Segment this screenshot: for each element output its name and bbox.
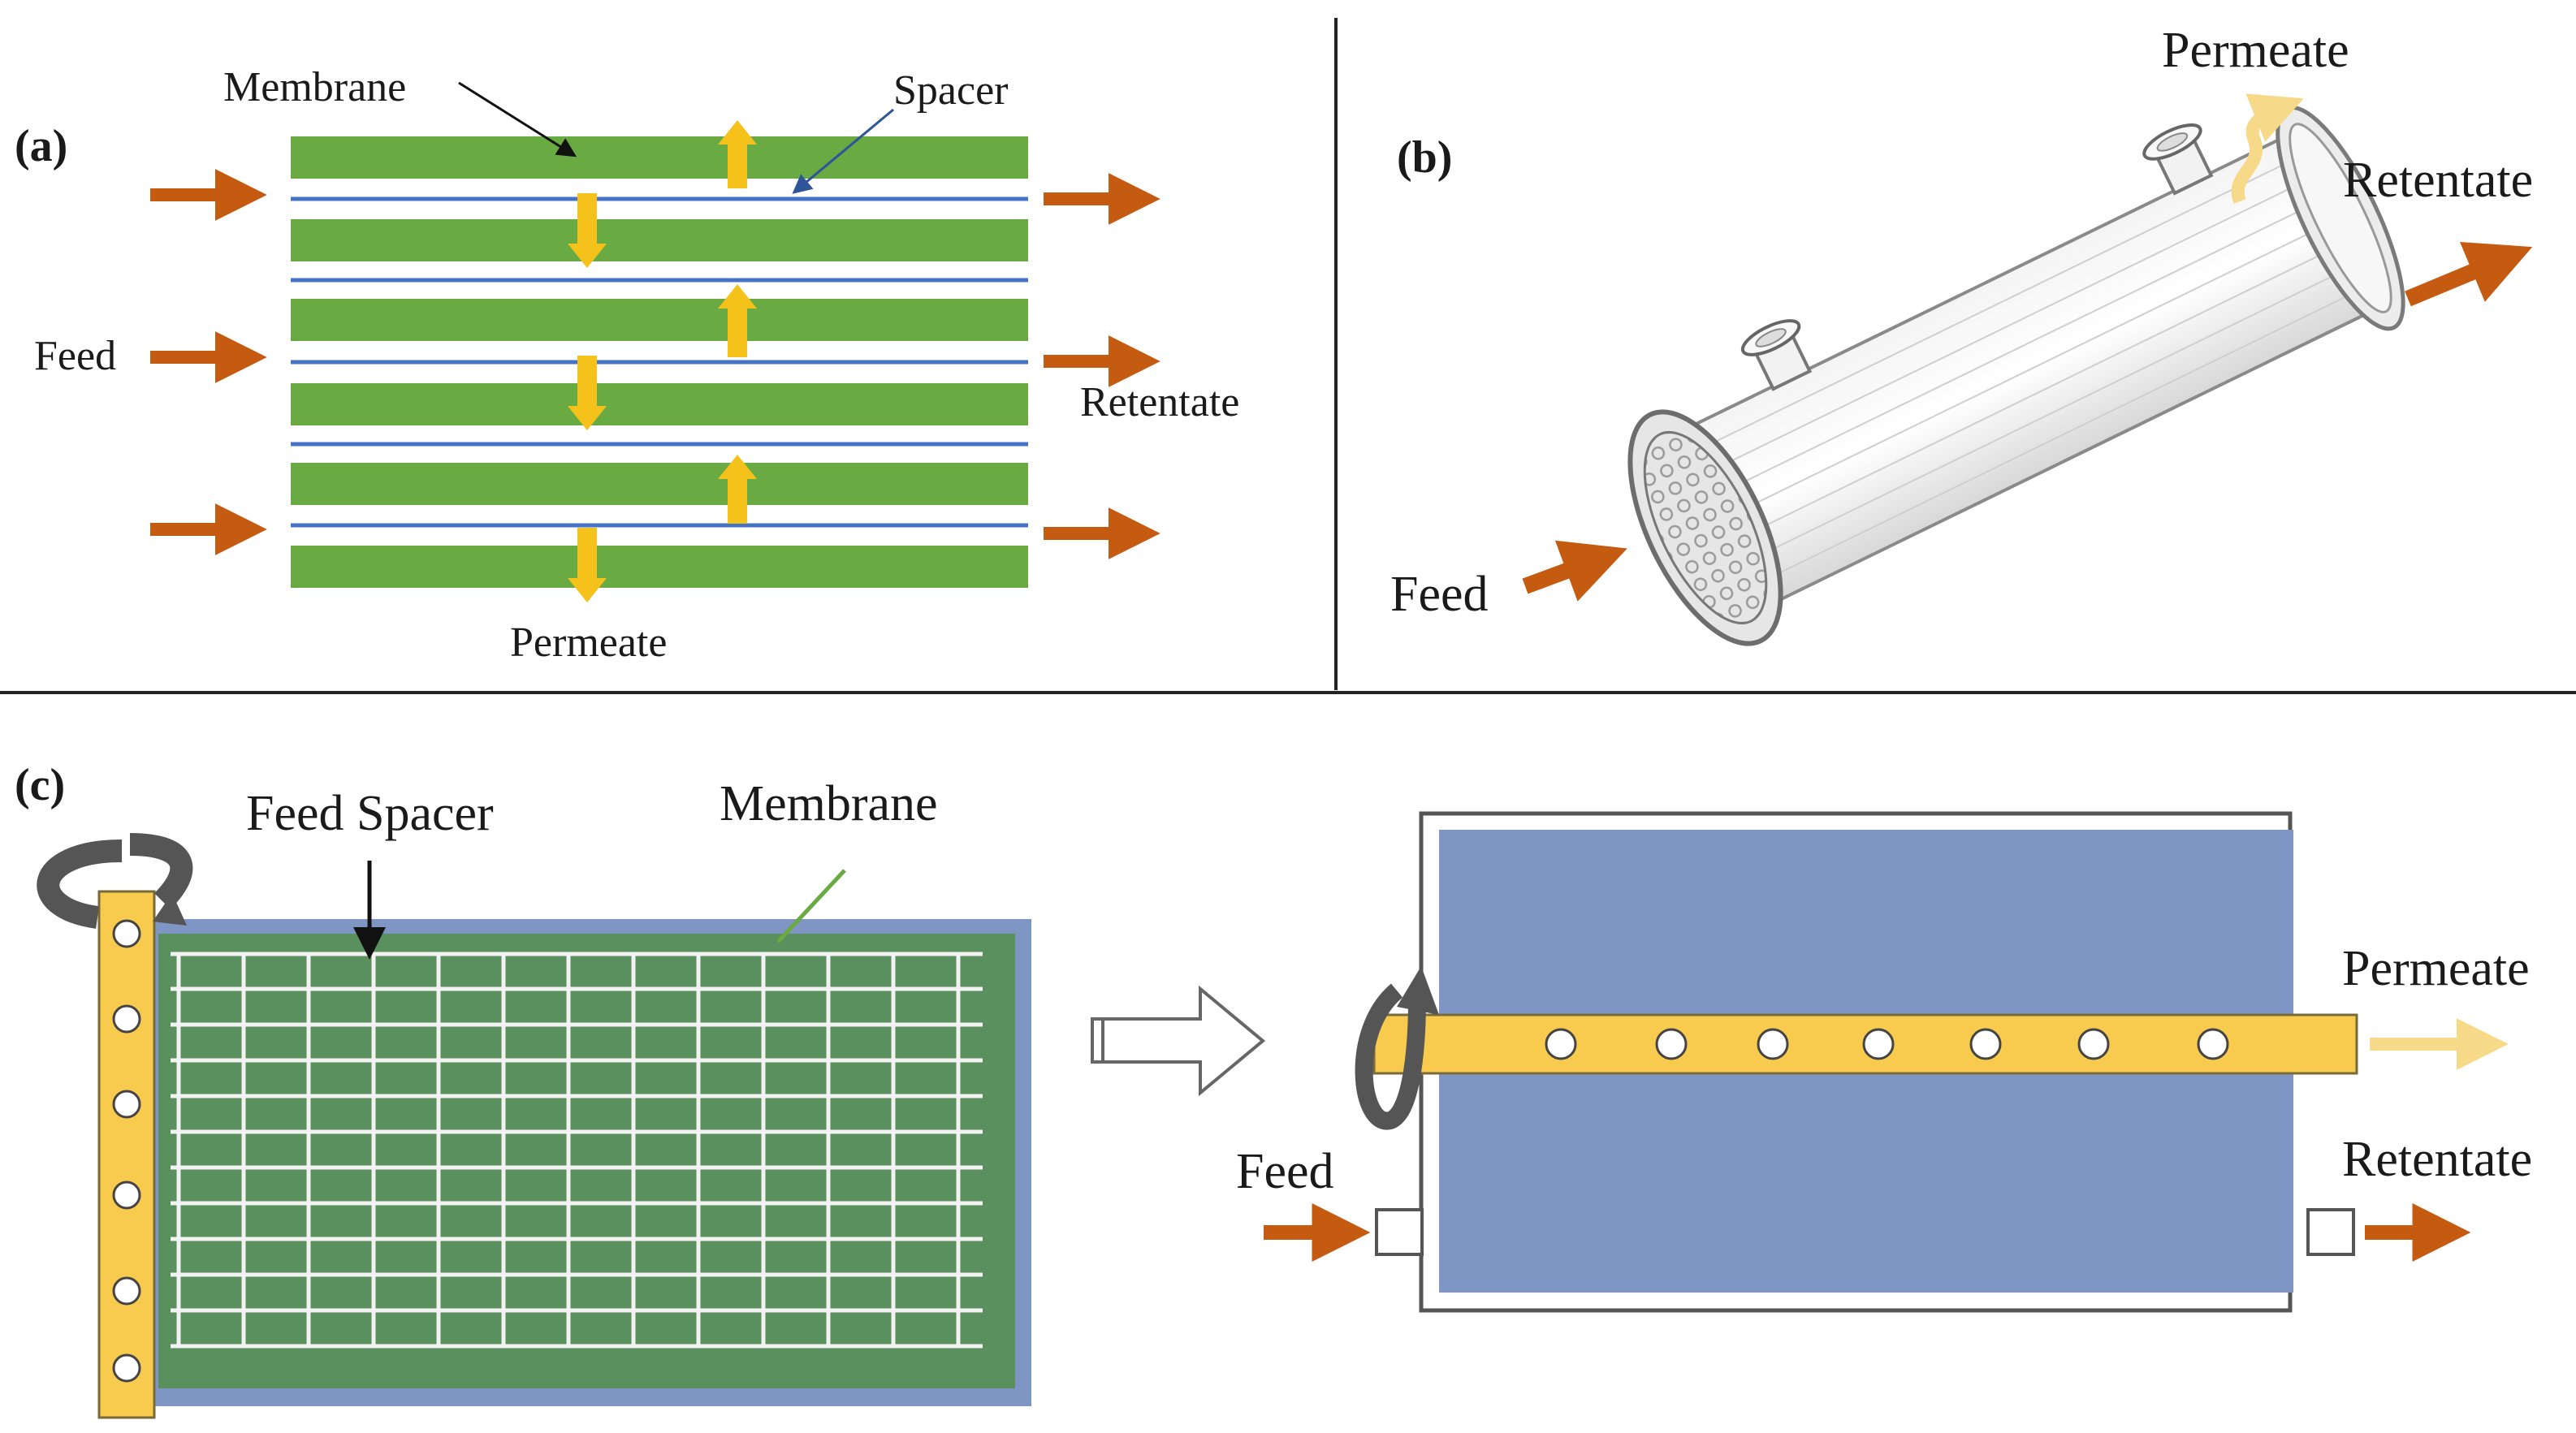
- permeate-arrow: [568, 528, 607, 602]
- membrane-sheet: [291, 219, 1028, 261]
- membrane-sheet: [291, 463, 1028, 505]
- membrane-sheet: [291, 299, 1028, 341]
- tube-hole: [112, 919, 141, 1383]
- permeate-tube-vertical: [97, 890, 156, 1419]
- permeate-arrow: [568, 356, 607, 430]
- permeate-wavy-arrow: [2231, 93, 2304, 204]
- feed-arrow: [1522, 540, 1627, 602]
- retentate-label: Retentate: [2342, 1132, 2532, 1187]
- panel-b: (b): [1390, 23, 2533, 646]
- retentate-label: Retentate: [1080, 379, 1239, 425]
- permeate-arrow: [718, 120, 757, 188]
- nozzle-right: [2142, 123, 2214, 196]
- membrane-label: Membrane: [223, 64, 406, 110]
- retentate-arrow: [2405, 242, 2533, 307]
- transition-arrow: [1091, 985, 1266, 1097]
- retentate-label: Retentate: [2343, 153, 2533, 208]
- shell-and-tube-vessel: [1627, 105, 2405, 646]
- membrane-sheet: [291, 383, 1028, 425]
- panel-a: (a): [15, 64, 1239, 666]
- permeate-label: Permeate: [2162, 23, 2349, 78]
- permeate-arrow: [718, 284, 757, 357]
- permeate-label: Permeate: [510, 619, 667, 666]
- spacer-leader: [792, 108, 894, 194]
- panel-c-tag: (c): [15, 760, 65, 810]
- nozzle-left: [1740, 319, 1813, 391]
- panel-c: (c): [15, 760, 2532, 1419]
- permeate-arrow: [718, 455, 757, 524]
- membrane-leader: [776, 869, 846, 943]
- membrane-sheet: [291, 136, 1028, 179]
- roll-direction-arrow: [1355, 983, 1426, 1130]
- tube-hole: [1545, 1028, 2229, 1060]
- roll-direction-arrow: [129, 833, 193, 909]
- panel-b-tag: (b): [1397, 132, 1452, 183]
- membrane-sheet: [291, 546, 1028, 588]
- spacer-label: Spacer: [893, 67, 1008, 114]
- feed-nozzle: [1375, 1208, 1424, 1256]
- roll-direction-arrowhead: [153, 893, 187, 926]
- membrane-leader: [458, 81, 577, 158]
- permeate-label: Permeate: [2342, 941, 2530, 996]
- feed-label: Feed: [1236, 1144, 1334, 1199]
- spacer-grid: [171, 952, 983, 1349]
- roll-direction-arrow: [37, 840, 123, 929]
- membrane-label: Membrane: [720, 776, 938, 831]
- feed-label: Feed: [34, 333, 116, 379]
- feed-label: Feed: [1390, 567, 1489, 622]
- feed-spacer-label: Feed Spacer: [246, 786, 494, 841]
- permeate-arrow: [568, 193, 607, 268]
- roll-direction-arrowhead: [1397, 966, 1439, 1015]
- panel-a-tag: (a): [15, 121, 67, 171]
- feed-spacer-mesh: [158, 934, 1015, 1388]
- retentate-nozzle: [2306, 1208, 2355, 1256]
